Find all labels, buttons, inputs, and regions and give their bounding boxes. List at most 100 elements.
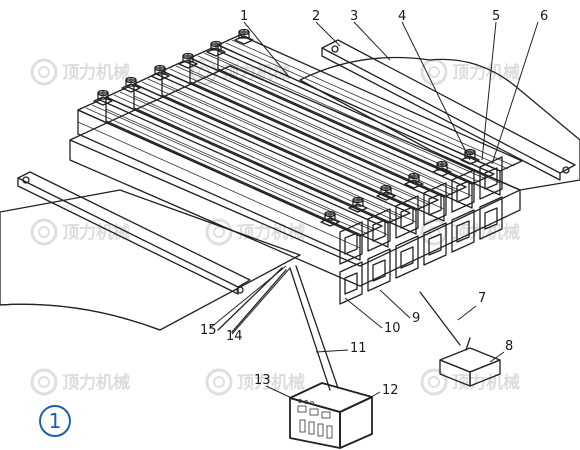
beam-end-sections [339,156,503,305]
gear-logo-icon-inner [428,376,440,388]
callout-7: 7 [457,291,486,321]
watermark: 顶力机械 [420,218,520,246]
gear-logo-icon-inner [38,376,50,388]
callout-number: 10 [384,321,401,336]
leader-line [491,21,539,165]
callout-number: 12 [382,383,399,398]
gear-logo-icon [30,218,58,246]
box-section-end [367,248,391,292]
watermark: 顶力机械 [205,368,305,396]
box-section-end [339,261,363,305]
gear-logo-icon [205,368,233,396]
electric-control-box [289,382,373,449]
clamp-bolts [93,28,480,227]
gear-logo-icon [420,58,448,86]
callout-5: 5 [481,9,500,161]
callout-15: 15 [200,265,287,338]
gear-logo-icon-inner [428,66,440,78]
watermark-text: 顶力机械 [237,372,305,393]
callout-number: 5 [492,9,500,24]
callout-6: 6 [491,9,548,165]
callout-number: 8 [505,339,513,354]
bolt-nut-icon [206,40,226,57]
watermark-text: 顶力机械 [452,372,520,393]
leader-line [209,265,287,329]
box-section-end [423,182,447,226]
belt-right [299,56,580,191]
watermark-text: 顶力机械 [62,372,130,393]
leader-line [489,351,505,363]
cable-7 [419,291,461,346]
leader-line [315,21,341,47]
watermark: 顶力机械 [420,368,520,396]
bolt-nut-icon [234,28,254,45]
callout-3: 3 [350,9,391,61]
watermark-text: 顶力机械 [452,62,520,83]
callout-number: 15 [200,323,217,338]
callout-12: 12 [365,383,399,401]
bolt-nut-icon [320,210,340,227]
callout-number: 13 [254,373,271,388]
callout-2: 2 [312,9,341,47]
cable-11 [289,267,331,391]
beam [161,60,467,222]
callout-number: 6 [540,9,548,24]
callout-number: 14 [226,329,243,344]
beam [217,34,523,196]
callout-number: 2 [312,9,320,24]
bolt-nut-icon [150,64,170,81]
callout-14: 14 [226,267,291,344]
box-section-end [395,195,419,239]
callout-10: 10 [344,297,401,336]
bolt-nut-icon [93,89,113,106]
leader-line [344,297,383,329]
callout-number: 1 [240,9,248,24]
callout-1: 1 [240,9,291,79]
callout-11: 11 [315,341,367,356]
leader-line [379,289,411,319]
leader-line [315,349,349,353]
callout-number: 7 [478,291,486,306]
leader-line [265,385,297,401]
box-section-end [339,221,363,265]
belt-left-edge [0,303,161,331]
leader-line [401,21,471,161]
beam [77,99,383,261]
figure-label-ring [39,405,71,437]
leader-line [231,267,291,335]
belt-left [0,189,301,331]
bolt-nut-icon [432,160,452,177]
watermark: 顶力机械 [30,218,130,246]
gear-logo-icon [30,368,58,396]
bolt-nut-icon [178,52,198,69]
watermark-layer: 顶力机械顶力机械顶力机械顶力机械顶力机械顶力机械顶力机械顶力机械顶力机械 [30,58,520,396]
box-section-end [451,169,475,213]
gear-logo-icon-inner [38,66,50,78]
callout-number: 9 [412,311,420,326]
leader-line [243,21,291,79]
bolt-nut-icon [348,196,368,213]
heating-plate-beams [69,34,523,287]
box-section-end [479,196,503,240]
upper-cross-bar [321,39,576,181]
callout-13: 13 [254,373,297,401]
callout-9: 9 [379,289,420,326]
bolt-nut-icon [460,148,480,165]
callout-number: 4 [398,9,406,24]
water-pump-unit [439,337,501,387]
beam [189,47,495,209]
figure-number: 1 [49,409,62,433]
gear-logo-icon [420,368,448,396]
callout-8: 8 [489,339,513,363]
beam [133,73,439,235]
box-section-end [395,235,419,279]
box-section-end [451,209,475,253]
box-section-end [367,208,391,252]
watermark-text: 顶力机械 [62,62,130,83]
watermark: 顶力机械 [30,58,130,86]
leader-line [457,305,477,321]
watermark: 顶力机械 [30,368,130,396]
